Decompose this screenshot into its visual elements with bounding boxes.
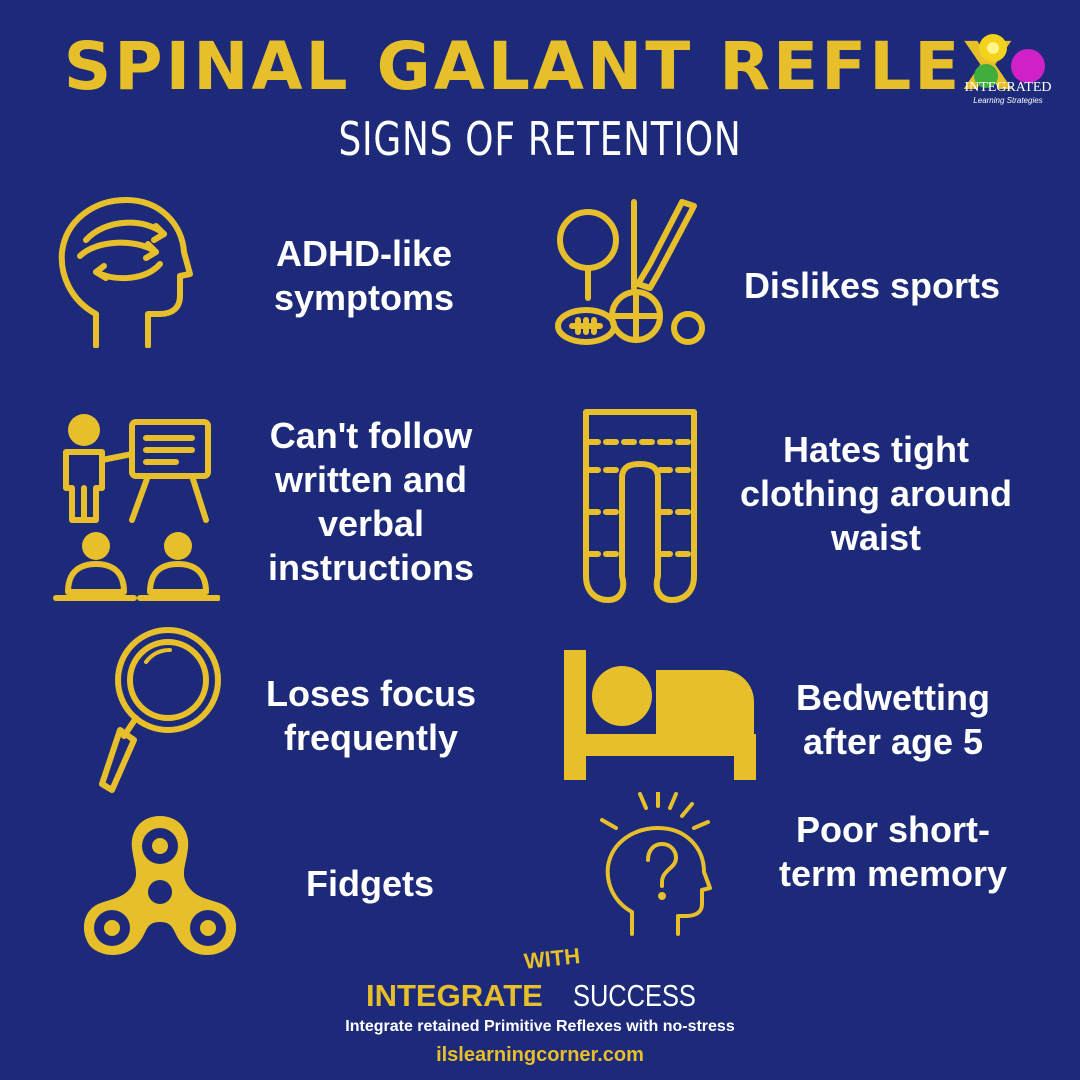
page-title: SPINAL GALANT REFLEX bbox=[63, 28, 1017, 105]
footer-url-link[interactable]: ilslearningcorner.com bbox=[436, 1044, 644, 1066]
page-subtitle: SIGNS OF RETENTION bbox=[338, 112, 742, 166]
sports-equipment-icon bbox=[555, 199, 705, 345]
classroom-presenter-icon bbox=[53, 414, 220, 601]
logo-name: INTEGRATED bbox=[964, 80, 1052, 95]
logo-icon bbox=[974, 34, 1045, 88]
magnifying-glass-icon bbox=[99, 627, 221, 793]
sign-label: ADHD-like symptoms bbox=[273, 233, 455, 318]
head-arrows-icon bbox=[58, 197, 193, 348]
head-question-icon bbox=[600, 792, 712, 936]
sign-label: Poor short-term memory bbox=[778, 809, 1008, 894]
footer-tagline: Integrate retained Primitive Reflexes wi… bbox=[345, 1018, 735, 1035]
footer-brand-main: INTEGRATE bbox=[366, 978, 543, 1013]
bed-icon bbox=[564, 650, 756, 780]
logo-tagline: Learning Strategies bbox=[973, 96, 1043, 105]
sign-label: Bedwetting after age 5 bbox=[796, 677, 990, 762]
footer-with: WITH bbox=[522, 943, 582, 974]
sign-label: Fidgets bbox=[305, 863, 434, 904]
footer-brand-end: SUCCESS bbox=[573, 978, 696, 1013]
sign-label: Hates tight clothing around waist bbox=[740, 429, 1012, 558]
sign-label: Dislikes sports bbox=[743, 265, 1001, 306]
fidget-spinner-icon bbox=[84, 816, 236, 955]
sign-label: Loses focus frequently bbox=[265, 673, 477, 758]
pants-icon bbox=[583, 409, 697, 603]
sign-label: Can't follow written and verbal instruct… bbox=[267, 415, 474, 588]
